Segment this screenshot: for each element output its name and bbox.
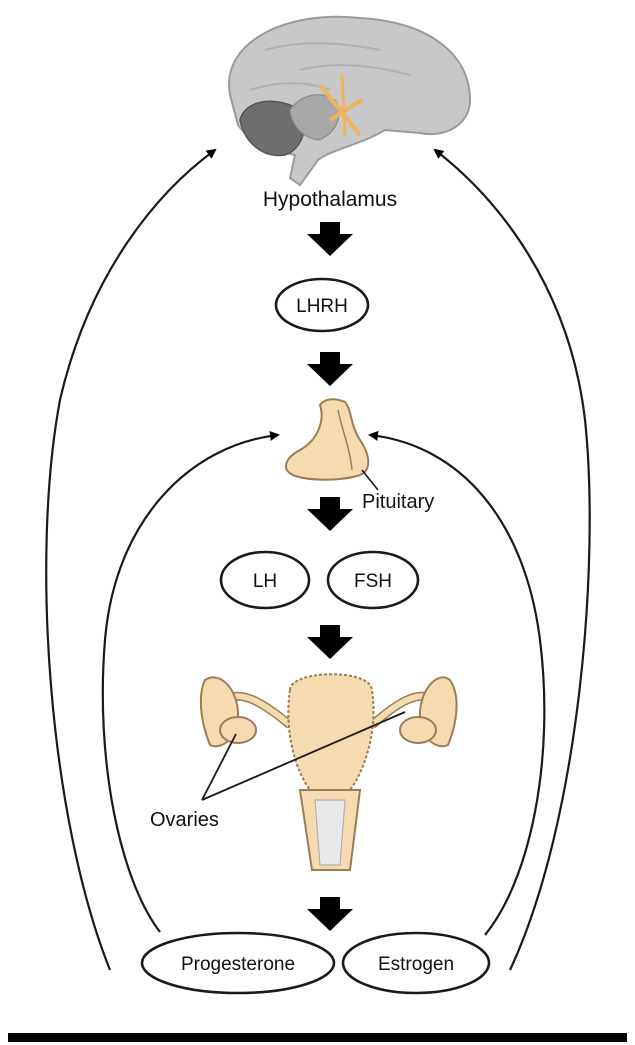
fsh-label: FSH [354, 571, 392, 592]
lhrh-node: LHRH [276, 279, 368, 331]
fsh-node: FSH [328, 552, 418, 608]
hypothalamus-label: Hypothalamus [263, 188, 397, 211]
arrow-lh-fsh-to-ovaries [307, 625, 353, 659]
uterus-illustration [201, 674, 457, 870]
estrogen-node: Estrogen [343, 933, 489, 993]
left-ovary [220, 717, 256, 743]
bottom-rule [8, 1033, 627, 1042]
feedback-estrogen-to-hypothalamus [435, 150, 590, 970]
arrow-lhrh-to-pituitary [307, 352, 353, 386]
progesterone-node: Progesterone [142, 933, 334, 993]
right-ovary [400, 717, 436, 743]
lh-node: LH [221, 552, 309, 608]
brain-illustration [229, 17, 470, 185]
arrow-ovaries-to-hormones [307, 897, 353, 931]
ovaries-label: Ovaries [150, 809, 219, 831]
progesterone-label: Progesterone [181, 954, 295, 975]
pituitary-gland [286, 399, 378, 490]
arrow-hypothalamus-to-lhrh [307, 222, 353, 256]
feedback-progesterone-to-hypothalamus [46, 150, 215, 970]
lhrh-label: LHRH [296, 296, 348, 317]
lh-label: LH [253, 571, 277, 592]
feedback-progesterone-to-pituitary [103, 435, 278, 932]
arrow-pituitary-to-lh-fsh [307, 497, 353, 531]
estrogen-label: Estrogen [378, 954, 454, 975]
pituitary-label: Pituitary [362, 491, 434, 513]
